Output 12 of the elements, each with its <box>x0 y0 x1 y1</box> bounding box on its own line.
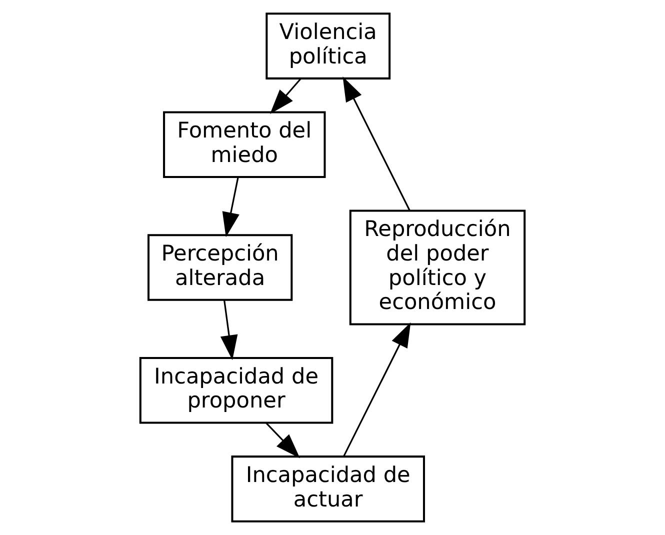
arrow <box>270 78 302 114</box>
arrow <box>266 422 300 458</box>
arrow <box>343 322 411 457</box>
node-box: Violencia política <box>266 12 391 80</box>
arrow <box>342 76 411 212</box>
node-box: Fomento del miedo <box>163 111 326 178</box>
arrow <box>220 300 238 360</box>
node-box: Incapacidad de actuar <box>231 456 425 522</box>
arrow <box>222 177 240 238</box>
node-box: Percepción alterada <box>148 234 293 301</box>
node-box: Reproducción del poder político y económico <box>349 210 526 326</box>
node-box: Incapacidad de proponer <box>139 356 334 424</box>
